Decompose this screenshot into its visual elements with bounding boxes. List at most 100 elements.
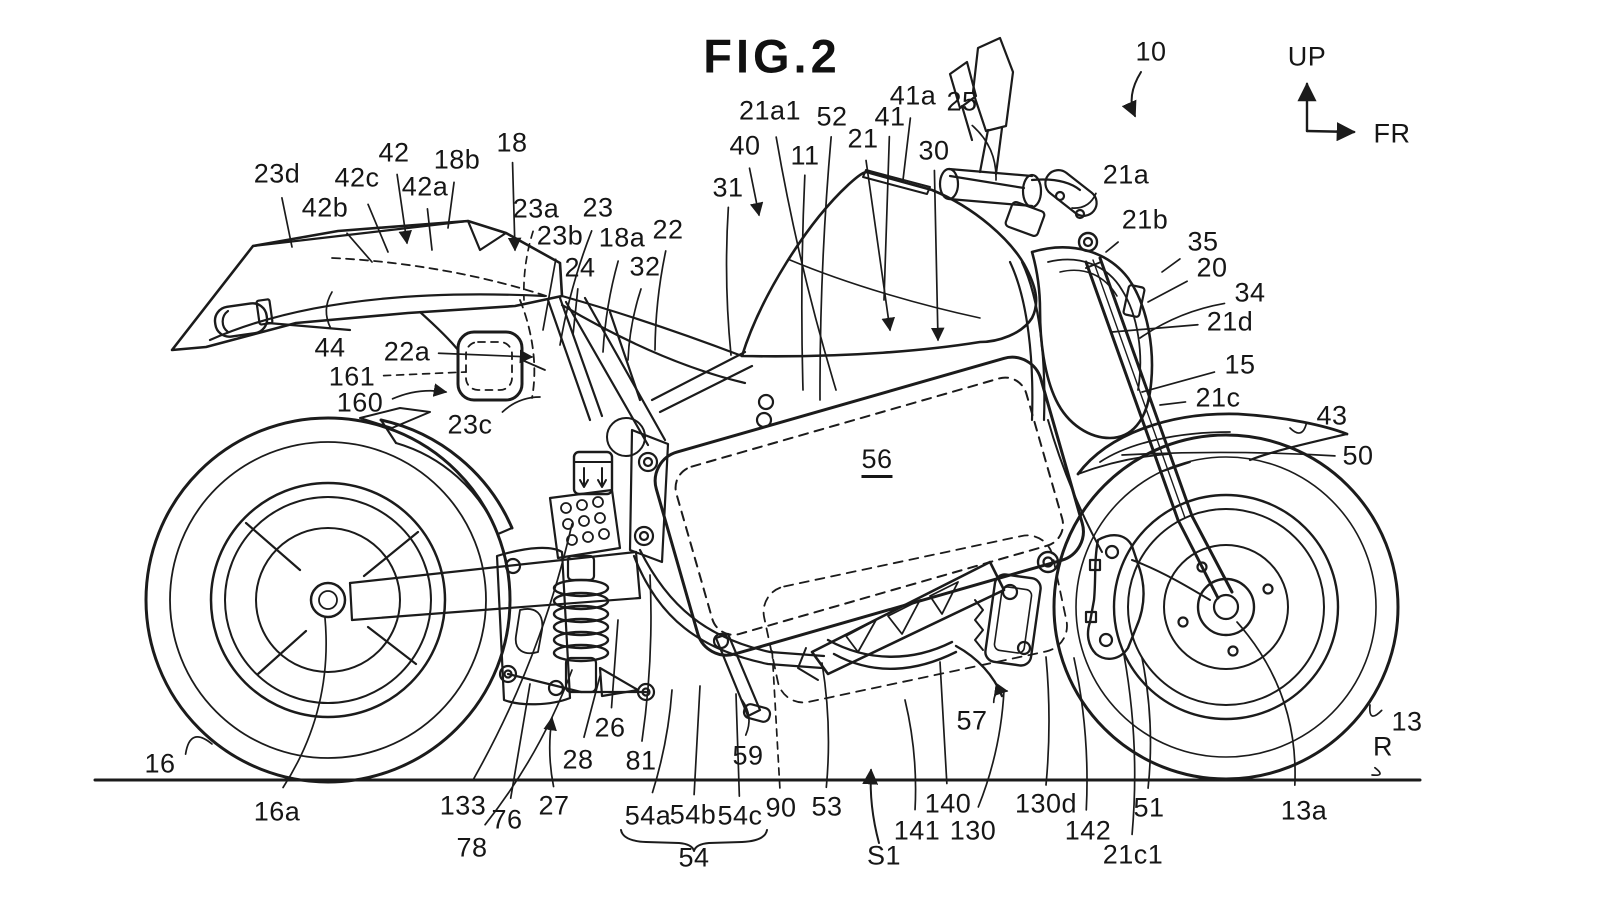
- leader-22: [654, 250, 667, 351]
- ref-label-34: 34: [1234, 277, 1266, 308]
- compass: [1297, 82, 1356, 142]
- ref-label-44: 44: [314, 332, 346, 363]
- leader-140: [939, 661, 948, 785]
- ref-label-25: 25: [946, 86, 978, 117]
- rear-shock: [498, 554, 656, 702]
- ref-label-42a: 42a: [401, 171, 449, 202]
- leader-21c: [1159, 401, 1187, 406]
- part-35: [1122, 284, 1146, 318]
- rear-fender: [359, 407, 514, 536]
- leader-31: [725, 206, 732, 356]
- lower-unit-dashed: [762, 534, 1068, 704]
- side-stand: [712, 632, 772, 723]
- ref-label-18b: 18b: [433, 144, 481, 175]
- leader-13a: [1236, 621, 1296, 786]
- ref-label-130: 130: [949, 815, 997, 846]
- leader-78: [484, 669, 573, 826]
- ref-label-18: 18: [496, 127, 528, 158]
- leader-42: [396, 173, 412, 245]
- seat-subframe: [418, 294, 747, 447]
- leader-59: [741, 699, 750, 736]
- leader-133: [472, 523, 573, 781]
- round-port: [606, 417, 646, 457]
- leader-15: [1141, 371, 1216, 393]
- ref-label-21: 21: [847, 123, 879, 154]
- front-fender: [1076, 412, 1349, 476]
- footpeg-bracket: [495, 546, 572, 706]
- ref-label-43: 43: [1316, 400, 1348, 431]
- ref-label-23b: 23b: [536, 220, 584, 251]
- leader-25: [971, 124, 997, 181]
- brace-54: [620, 829, 768, 852]
- ref-label-53: 53: [811, 791, 843, 822]
- leader-24: [572, 288, 579, 336]
- ref-label-35: 35: [1187, 226, 1219, 257]
- ref-label-23a: 23a: [512, 193, 560, 224]
- ref-label-59: 59: [732, 740, 764, 771]
- ref-label-18a: 18a: [598, 222, 646, 253]
- ref-label-31: 31: [712, 172, 744, 203]
- ref-label-81: 81: [625, 745, 657, 776]
- ref-label-21b: 21b: [1121, 204, 1169, 235]
- leader-20: [1147, 280, 1188, 303]
- ref-label-24: 24: [564, 252, 596, 283]
- tank-seam-strip: [862, 169, 931, 195]
- leader-142: [1073, 657, 1088, 811]
- leader-90: [771, 647, 781, 789]
- ref-label-15: 15: [1224, 349, 1256, 380]
- ref-label-fr: FR: [1373, 118, 1411, 149]
- frame-members: [546, 260, 1046, 670]
- ref-label-21c1: 21c1: [1102, 839, 1164, 870]
- leader-32: [627, 288, 642, 361]
- leader-34: [1139, 302, 1226, 339]
- leader-161: [382, 371, 467, 377]
- ref-label-52: 52: [816, 101, 848, 132]
- ref-label-54b: 54b: [669, 799, 717, 830]
- leader-41: [883, 135, 891, 301]
- ref-label-42c: 42c: [334, 162, 380, 193]
- leader-27: [543, 716, 557, 788]
- ref-label-78: 78: [456, 832, 488, 863]
- ref-label-141: 141: [893, 815, 941, 846]
- leader-50: [1121, 451, 1336, 457]
- ref-label-22a: 22a: [383, 336, 431, 367]
- leader-42c: [367, 203, 389, 253]
- ref-label-56: 56: [861, 446, 893, 478]
- ref-label-54: 54: [678, 842, 710, 873]
- ref-label-50: 50: [1342, 440, 1374, 471]
- ref-label-13a: 13a: [1280, 795, 1328, 826]
- ref-label-21d: 21d: [1206, 306, 1254, 337]
- leader-81: [641, 574, 652, 742]
- leader-23b: [542, 258, 557, 331]
- ref-label-23: 23: [582, 192, 614, 223]
- ref-label-41: 41: [874, 101, 906, 132]
- ref-label-76: 76: [491, 804, 523, 835]
- leader-16: [184, 736, 213, 756]
- label-10-arrow: [1121, 71, 1142, 118]
- leader-21c1: [1123, 654, 1136, 836]
- leader-21a: [1071, 192, 1097, 209]
- front-wheel: [1052, 433, 1400, 781]
- leader-23d: [281, 196, 293, 248]
- ref-label-10: 10: [1135, 36, 1167, 67]
- leader-16a: [282, 617, 327, 789]
- ref-label-42: 42: [378, 137, 410, 168]
- ref-label-90: 90: [765, 792, 797, 823]
- leader-23: [559, 230, 593, 346]
- leader-22a: [437, 349, 534, 364]
- figure-title: FIG.2: [703, 29, 841, 83]
- leader-21: [865, 159, 896, 332]
- ref-label-22: 22: [652, 214, 684, 245]
- leader-18b: [447, 181, 455, 229]
- ref-label-r: R: [1373, 731, 1393, 762]
- ref-label-57: 57: [956, 705, 988, 736]
- ref-label-130d: 130d: [1014, 788, 1078, 819]
- ref-label-s1: S1: [866, 840, 902, 871]
- ref-label-32: 32: [629, 251, 661, 282]
- leader-43: [1289, 422, 1308, 434]
- ref-label-42b: 42b: [301, 192, 349, 223]
- leader-54a: [651, 689, 673, 794]
- leader-26: [610, 619, 619, 709]
